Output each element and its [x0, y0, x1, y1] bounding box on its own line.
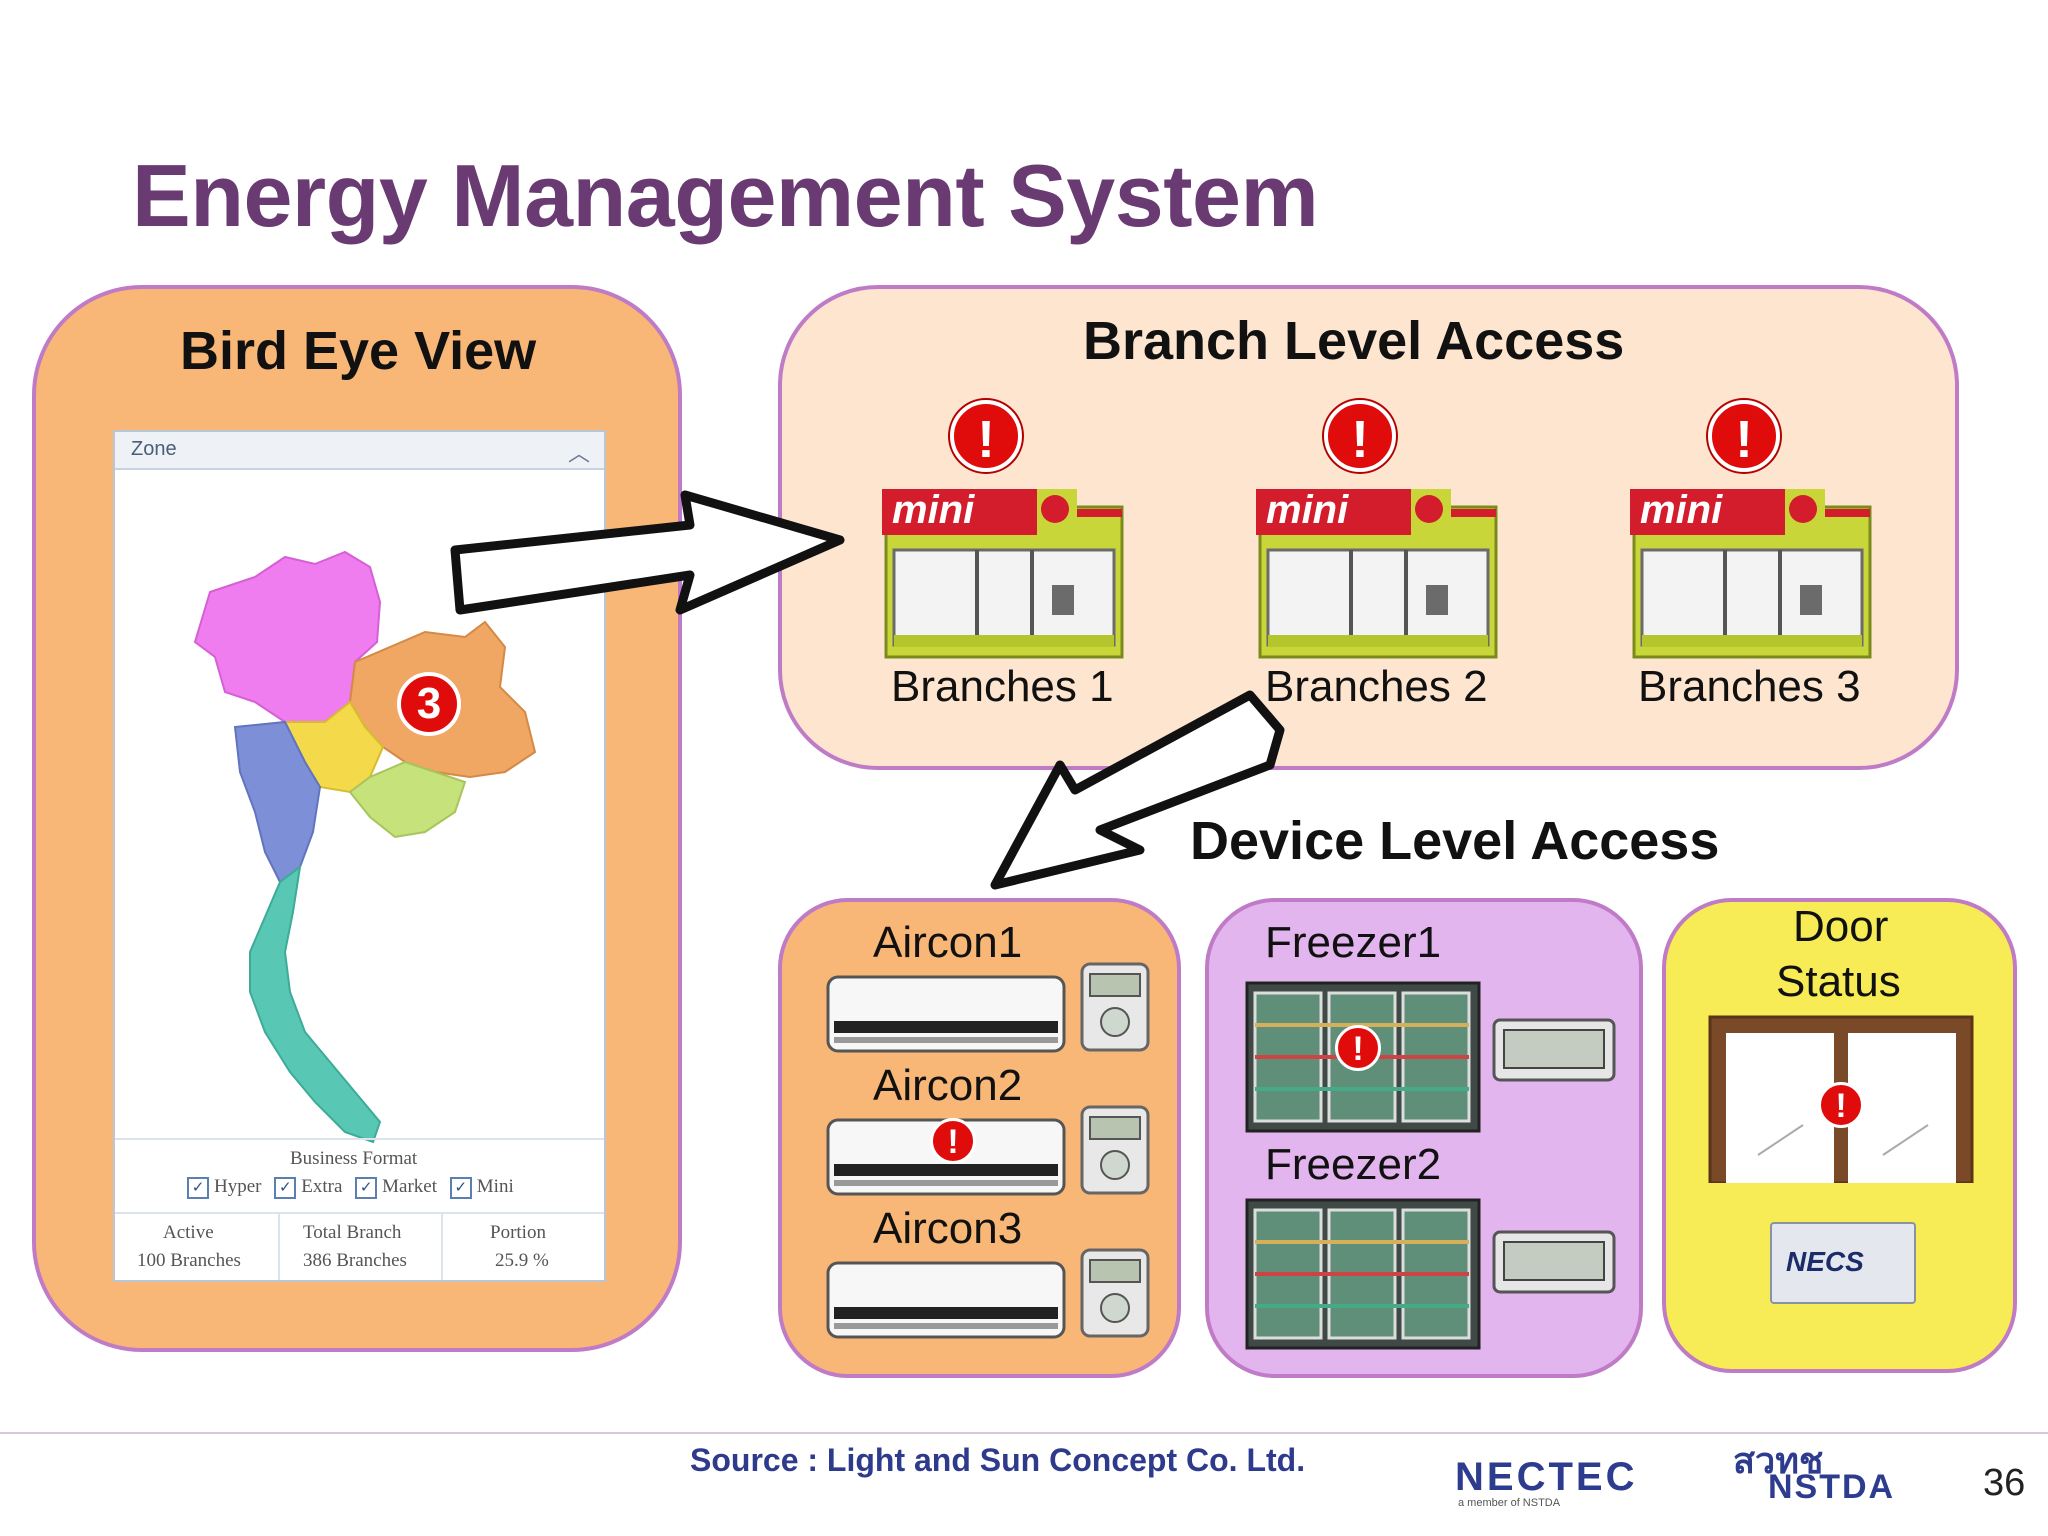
source-credit: Source : Light and Sun Concept Co. Ltd.: [690, 1442, 1306, 1478]
aircon-unit-icon[interactable]: [826, 975, 1066, 1055]
store-icon: [882, 489, 1124, 659]
page-title: Energy Management System: [132, 146, 1319, 245]
check-icon: ✓: [449, 1176, 472, 1199]
check-icon: ✓: [274, 1176, 297, 1199]
business-format-label: Business Format: [290, 1148, 418, 1169]
aircon-label: Aircon2: [873, 1061, 1023, 1110]
nstda-logo: NSTDA: [1768, 1468, 1896, 1506]
store-icon: [1256, 489, 1498, 659]
zone-alert-marker[interactable]: 3: [397, 672, 461, 736]
zone-label: Zone: [131, 438, 177, 460]
divider: [278, 1214, 280, 1280]
temperature-controller-icon[interactable]: [1492, 1018, 1616, 1082]
arrow-to-branch-icon: [450, 490, 845, 615]
format-checkbox-extra[interactable]: ✓Extra: [274, 1176, 343, 1199]
format-checkbox-market[interactable]: ✓Market: [355, 1176, 438, 1199]
divider: [115, 1138, 604, 1140]
alert-icon: !: [1708, 400, 1780, 472]
nectec-logo: NECTEC: [1455, 1455, 1638, 1499]
freezer-label: Freezer2: [1265, 1140, 1442, 1189]
format-label: Hyper: [214, 1176, 262, 1197]
store-sign: mini: [1640, 488, 1723, 532]
necs-controller-icon[interactable]: NECS: [1770, 1222, 1916, 1304]
door-label: Door: [1793, 902, 1889, 951]
door-label: Status: [1776, 957, 1901, 1006]
branch-label: Branches 2: [1265, 662, 1488, 711]
branch-label: Branches 1: [891, 662, 1114, 711]
aircon-label: Aircon3: [873, 1204, 1023, 1253]
stat-label: Portion: [490, 1222, 546, 1243]
format-checkbox-mini[interactable]: ✓Mini: [449, 1176, 514, 1199]
stat-value: 25.9 %: [495, 1250, 549, 1271]
format-label: Extra: [301, 1176, 343, 1197]
format-checkbox-hyper[interactable]: ✓Hyper: [187, 1176, 262, 1199]
bird-eye-heading: Bird Eye View: [180, 321, 537, 381]
alert-icon: !: [930, 1118, 976, 1164]
stat-value: 386 Branches: [303, 1250, 407, 1271]
format-label: Market: [382, 1176, 438, 1197]
format-label: Mini: [476, 1176, 514, 1197]
stat-label: Active: [163, 1222, 214, 1243]
map-region-east: [348, 760, 467, 839]
check-icon: ✓: [355, 1176, 378, 1199]
branch-label: Branches 3: [1638, 662, 1861, 711]
store-sign: mini: [892, 488, 975, 532]
freezer-unit-icon[interactable]: [1245, 1192, 1481, 1352]
aircon-unit-icon[interactable]: [826, 1261, 1066, 1341]
stat-label: Total Branch: [303, 1222, 402, 1243]
thermostat-icon[interactable]: [1080, 1105, 1150, 1195]
chevron-up-icon[interactable]: ︿: [567, 441, 590, 466]
thermostat-icon[interactable]: [1080, 962, 1150, 1052]
stat-value: 100 Branches: [137, 1250, 241, 1271]
arrow-to-device-icon: [990, 690, 1285, 890]
device-level-heading: Device Level Access: [1190, 811, 1720, 871]
temperature-controller-icon[interactable]: [1492, 1230, 1616, 1294]
map-region-south: [249, 864, 382, 1144]
freezer-label: Freezer1: [1265, 918, 1442, 967]
branch-level-heading: Branch Level Access: [1083, 311, 1625, 371]
zone-header[interactable]: Zone ︿: [115, 432, 604, 470]
alert-icon: !: [1818, 1082, 1864, 1128]
alert-icon: !: [1335, 1025, 1381, 1071]
format-filter-row: ✓Hyper ✓Extra ✓Market ✓Mini: [187, 1176, 514, 1199]
nstda-logo-thai: สวทช: [1733, 1440, 1824, 1481]
store-sign: mini: [1266, 488, 1349, 532]
divider: [115, 1212, 604, 1214]
thermostat-icon[interactable]: [1080, 1248, 1150, 1338]
divider: [441, 1214, 443, 1280]
store-icon: [1630, 489, 1872, 659]
check-icon: ✓: [187, 1176, 209, 1199]
footer-divider: [0, 1432, 2048, 1434]
nectec-logo-sub: a member of NSTDA: [1458, 1497, 1561, 1509]
alert-icon: !: [950, 400, 1022, 472]
page-number: 36: [1983, 1462, 2026, 1504]
alert-icon: !: [1324, 400, 1396, 472]
aircon-label: Aircon1: [873, 918, 1023, 967]
necs-label: NECS: [1786, 1246, 1864, 1277]
